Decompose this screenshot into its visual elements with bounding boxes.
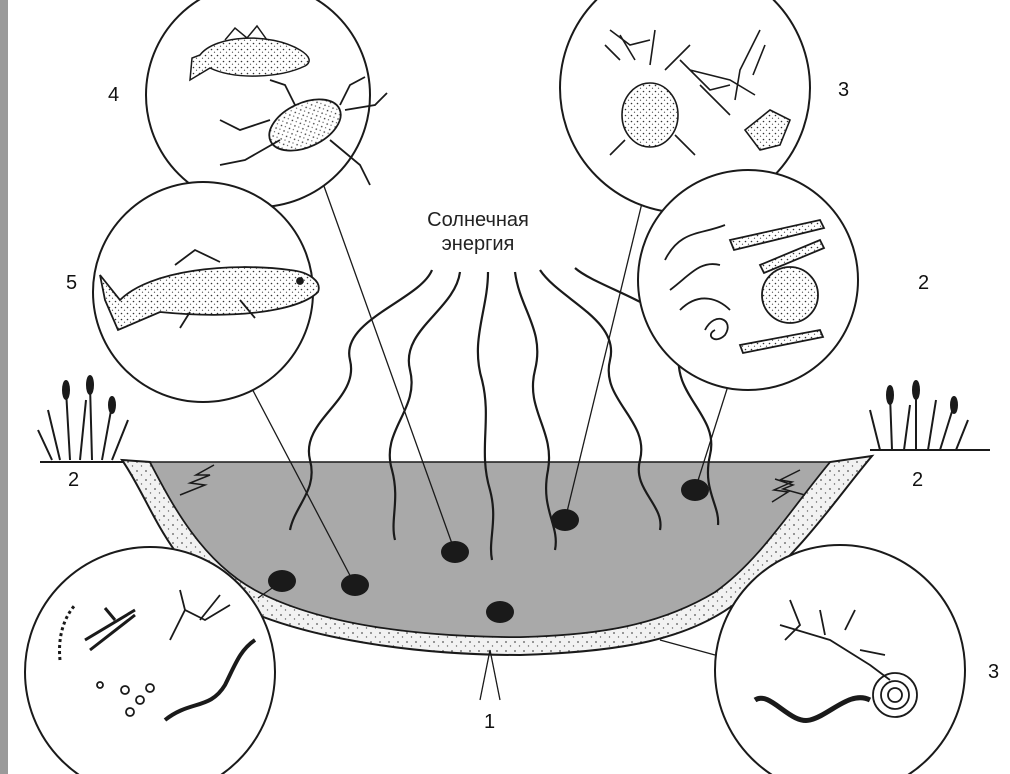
label-zooplankton: 3 [838,80,849,100]
sun-energy-title: Солнечная энергия [393,208,563,256]
label-benthos: 3 [988,662,999,682]
label-shore-left: 2 [68,470,79,490]
dot-bottom [486,601,514,623]
title-line-1: Солнечная [393,208,563,232]
reeds-left [38,376,128,460]
dot-phytoplankton [681,479,709,501]
dot-fish [341,574,369,596]
label-shore-right: 2 [912,470,923,490]
dot-consumers [441,541,469,563]
label-fish: 5 [66,273,77,293]
dot-sediment-organisms [268,570,296,592]
circle-benthos [715,545,965,774]
circle-phytoplankton [638,170,858,390]
label-phytoplankton: 2 [918,273,929,293]
title-line-2: энергия [393,232,563,256]
circle-consumers [146,0,387,207]
reeds-right [870,381,968,450]
dot-zooplankton [551,509,579,531]
label-consumers: 4 [108,85,119,105]
label-bottom-sediment: 1 [484,712,495,732]
circle-fish [93,182,319,402]
